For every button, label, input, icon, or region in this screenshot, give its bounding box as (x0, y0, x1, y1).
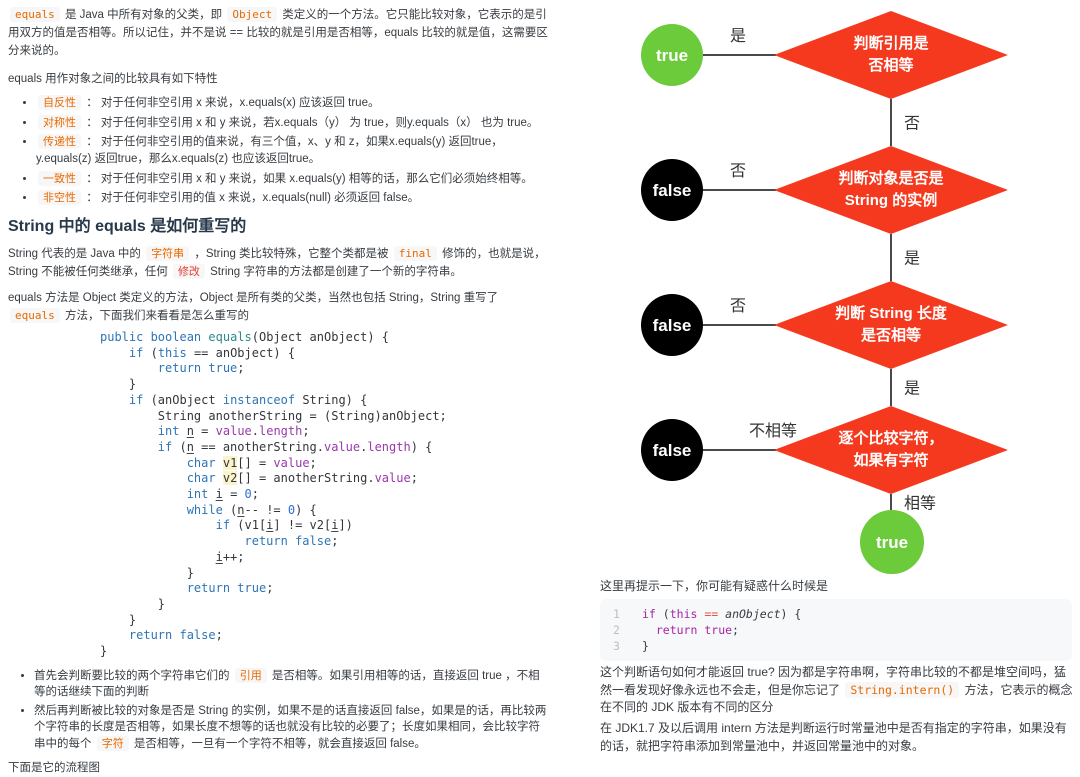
equals-properties-list: 自反性 ： 对于任何非空引用 x 来说，x.equals(x) 应该返回 tru… (8, 94, 548, 207)
paragraph-intern: 这个判断语句如何才能返回 true? 因为都是字符串啊，字符串比较的不都是堆空间… (600, 665, 1073, 714)
list-item: 一致性 ： 对于任何非空引用 x 和 y 来说，如果 x.equals(y) 相… (36, 170, 548, 188)
code-line: } (100, 565, 194, 580)
flow-node-true (641, 24, 703, 86)
inline-code: 非空性 (38, 190, 81, 205)
flow-node-false (641, 419, 703, 481)
inline-code: 引用 (234, 667, 267, 683)
flow-node-label: false (653, 181, 692, 200)
flow-decision-label: 否相等 (867, 56, 913, 74)
section-heading: String 中的 equals 是如何重写的 (8, 218, 247, 235)
flow-node-false (641, 159, 703, 221)
paragraph-flowchart-intro: 下面是它的流程图 (8, 762, 100, 775)
inline-code: String.intern() (845, 681, 960, 698)
paragraph-string-final: String 代表的是 Java 中的 字符串 ，String 类比较特殊，它整… (8, 246, 546, 279)
code-line: return false; (128, 628, 223, 643)
code-line: return true; (157, 361, 245, 376)
flow-decision-label: 是否相等 (860, 326, 921, 344)
flow-node-false (641, 294, 703, 356)
list-item: 传递性 ： 对于任何非空引用的值来说，有三个值，x、y 和 z，如果x.equa… (36, 133, 548, 168)
paragraph-equals-intro: equals 是 Java 中所有对象的父类，即 Object 类定义的一个方法… (8, 7, 548, 57)
flow-decision-label: 逐个比较字符， (838, 429, 943, 447)
list-item: 首先会判断要比较的两个字符串它们的 引用 是否相等。如果引用相等的话，直接返回 … (34, 667, 548, 701)
code-line: if (this == anObject) { (128, 345, 296, 360)
inline-code: equals (10, 308, 60, 323)
flow-node-label: true (876, 533, 908, 552)
article-left-column: equals 是 Java 中所有对象的父类，即 Object 类定义的一个方法… (8, 0, 548, 777)
code-line: if (anObject instanceof String) { (128, 392, 368, 407)
flow-decision-label: 判断对象是否是 (838, 169, 944, 187)
list-item: 对称性 ： 对于任何非空引用 x 和 y 来说，若x.equals（y） 为 t… (36, 114, 548, 132)
flow-decision-label: 判断引用是 (853, 34, 929, 52)
code-line: return true; (186, 581, 274, 596)
paragraph-jdk17: 在 JDK1.7 及以后调用 intern 方法是判断运行时常量池中是否有指定的… (600, 721, 1067, 753)
list-item: 非空性 ： 对于任何非空引用的值 x 来说，x.equals(null) 必须返… (36, 189, 548, 207)
java-equals-code-block: public boolean equals(Object anObject) {… (100, 330, 548, 660)
inline-code: Object (227, 7, 278, 22)
inline-code: 字符串 (146, 246, 190, 261)
inline-code: 自反性 (38, 95, 81, 110)
line-number: 2 (613, 623, 620, 637)
flow-decision (774, 146, 1008, 234)
flow-edge-label: 否 (730, 163, 746, 180)
line-number: 1 (613, 607, 620, 621)
inline-code: 对称性 (38, 114, 81, 130)
code-line: if (v1[i] != v2[i]) (215, 518, 353, 533)
flow-decision-label: 如果有字符 (853, 451, 928, 469)
code-line: } (100, 644, 108, 659)
flow-edge-label: 相等 (904, 495, 936, 513)
inline-code: 一致性 (38, 170, 81, 186)
code-line: int i = 0; (186, 487, 260, 502)
list-item: 自反性 ： 对于任何非空引用 x 来说，x.equals(x) 应该返回 tru… (36, 94, 548, 112)
flow-node-label: false (653, 441, 692, 460)
inline-code: 传递性 (38, 134, 81, 149)
code-line: char v2[] = anotherString.value; (186, 471, 418, 486)
code-line: if (n == anotherString.value.length) { (157, 439, 433, 454)
code-line: i++; (215, 549, 245, 564)
flow-edge-label: 否 (904, 116, 920, 133)
code-line: return false; (244, 534, 339, 549)
paragraph-hint: 这里再提示一下，你可能有疑惑什么时候是 (600, 579, 829, 593)
paragraph-equals-override: equals 方法是 Object 类定义的方法，Object 是所有类的父类，… (8, 292, 499, 323)
code-line: String anotherString = (String)anObject; (100, 408, 447, 423)
flow-edge-label: 是 (904, 381, 920, 398)
flow-edge-label: 是 (904, 251, 920, 268)
code-line: } (100, 377, 137, 392)
code-line: } (100, 612, 137, 627)
inline-code: final (393, 246, 437, 261)
code-line: } (100, 596, 166, 611)
code-line: while (n-- != 0) { (186, 502, 317, 517)
line-number: 3 (613, 639, 620, 653)
flow-node-label: false (653, 316, 692, 335)
flow-edge-label: 否 (730, 298, 746, 315)
code-line: 3} (600, 638, 1072, 654)
flow-edge-label: 不相等 (749, 422, 797, 440)
flow-decision-label: String 的实例 (845, 191, 938, 209)
list-item: 然后再判断被比较的对象是否是 String 的实例，如果不是的话直接返回 fal… (34, 703, 548, 753)
flow-decision-label: 判断 String 长度 (835, 304, 948, 322)
paragraph-features-intro: equals 用作对象之间的比较具有如下特性 (8, 73, 218, 85)
inline-code: 字符 (96, 735, 129, 751)
flow-decision (774, 11, 1008, 99)
code-line: char v1[] = value; (186, 455, 317, 470)
inline-code: equals (10, 7, 60, 22)
flow-edge-label: 是 (730, 28, 746, 45)
equals-summary-list: 首先会判断要比较的两个字符串它们的 引用 是否相等。如果引用相等的话，直接返回 … (8, 667, 548, 753)
flow-node-true (860, 510, 924, 574)
flow-decision (774, 406, 1008, 494)
code-line: 2 return true; (600, 622, 1072, 638)
code-line: int n = value.length; (157, 424, 310, 439)
flow-node-label: true (656, 46, 688, 65)
flow-decision (774, 281, 1008, 369)
code-line: public boolean equals(Object anObject) { (100, 330, 390, 344)
inline-code: 修改 (172, 264, 205, 279)
